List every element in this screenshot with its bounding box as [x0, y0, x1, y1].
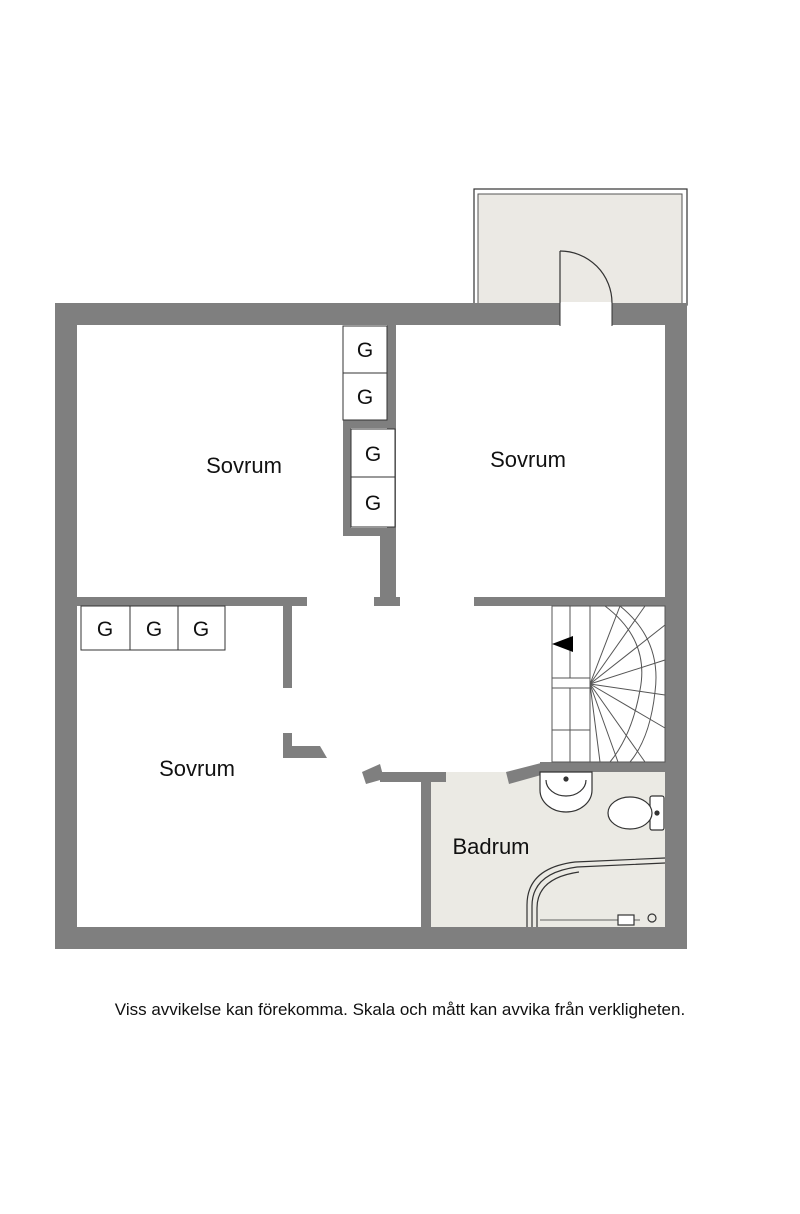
room-label-bedroom-top-right: Sovrum	[490, 447, 566, 472]
wardrobe-label: G	[357, 339, 373, 362]
room-label-bedroom-top-left: Sovrum	[206, 453, 282, 478]
wardrobes-horizontal	[80, 605, 226, 651]
disclaimer-text: Viss avvikelse kan förekomma. Skala och …	[114, 1000, 686, 1019]
wardrobe-label: G	[193, 618, 209, 641]
wardrobe-label: G	[357, 386, 373, 409]
wardrobe-label: G	[146, 618, 162, 641]
balcony-door	[559, 250, 613, 326]
staircase	[551, 605, 666, 763]
stair-direction-arrow-icon	[552, 636, 573, 652]
sink-icon	[539, 771, 593, 813]
balcony	[473, 188, 688, 306]
room-label-bathroom: Badrum	[452, 834, 529, 859]
toilet-icon	[607, 795, 665, 831]
wardrobe-label: G	[97, 618, 113, 641]
bathtub-icon	[526, 857, 666, 927]
wardrobe-label: G	[365, 492, 381, 515]
room-label-bedroom-bottom-left: Sovrum	[159, 756, 235, 781]
wardrobe-label: G	[365, 443, 381, 466]
wardrobes-vertical	[342, 325, 396, 528]
